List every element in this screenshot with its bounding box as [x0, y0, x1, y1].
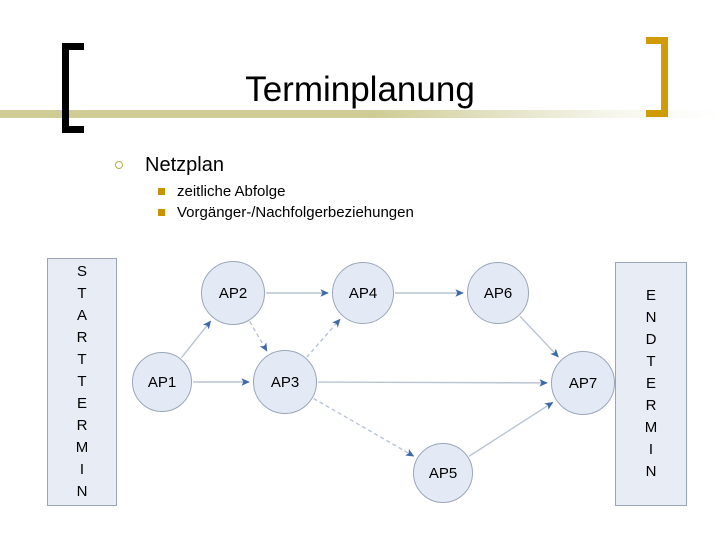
node-label: AP4 — [348, 284, 378, 302]
bullet-list: Netzplan zeitliche Abfolge Vorgänger-/Na… — [112, 152, 632, 223]
vertical-letter: N — [645, 309, 657, 326]
bullet-level1-label: Netzplan — [145, 154, 224, 176]
square-bullet-icon — [158, 209, 165, 216]
node-ap4[interactable]: AP4 — [332, 262, 394, 324]
vertical-letter: T — [77, 373, 87, 390]
vertical-letter: E — [76, 395, 87, 412]
node-ap3[interactable]: AP3 — [253, 350, 317, 414]
vertical-letter: I — [648, 441, 654, 458]
edge-ap1-to-ap2 — [180, 320, 212, 359]
vertical-letter: M — [644, 419, 658, 436]
node-ap2[interactable]: AP2 — [201, 261, 265, 325]
vertical-letter: T — [77, 351, 87, 368]
edge-ap3-to-ap5 — [313, 397, 415, 457]
node-ap6[interactable]: AP6 — [467, 262, 529, 324]
vertical-letter: M — [75, 439, 89, 456]
node-label: AP2 — [218, 284, 248, 302]
node-ap5[interactable]: AP5 — [413, 443, 473, 503]
vertical-letter: I — [79, 461, 85, 478]
vertical-letter: R — [76, 417, 88, 434]
bullet-level2-label: Vorgänger-/Nachfolgerbeziehungen — [177, 204, 414, 221]
edge-ap5-to-ap7 — [468, 401, 554, 457]
node-label: AP1 — [147, 373, 177, 391]
edge-ap3-to-ap4 — [306, 318, 341, 358]
vertical-letter: D — [645, 331, 657, 348]
node-label: AP3 — [270, 373, 300, 391]
node-ap7[interactable]: AP7 — [551, 351, 615, 415]
bracket-right-decoration — [646, 37, 668, 117]
vertical-letter: S — [76, 263, 87, 280]
circle-bullet-icon — [115, 161, 123, 169]
bullet-level1-netzplan: Netzplan — [112, 152, 632, 179]
vertical-letter: T — [646, 353, 656, 370]
square-bullet-icon — [158, 188, 165, 195]
vertical-letter: R — [76, 329, 88, 346]
vertical-letter: T — [77, 285, 87, 302]
bracket-left-decoration — [62, 43, 84, 133]
bullet-level2-label: zeitliche Abfolge — [177, 183, 286, 200]
header-accent-band — [0, 110, 720, 118]
vertical-letter: E — [645, 375, 656, 392]
edge-ap3-to-ap7 — [317, 379, 548, 387]
node-label: AP5 — [428, 464, 458, 482]
edge-ap6-to-ap7 — [519, 315, 559, 358]
node-label: AP7 — [568, 374, 598, 392]
bullet-level2-item: Vorgänger-/Nachfolgerbeziehungen — [157, 202, 632, 223]
node-ap1[interactable]: AP1 — [132, 352, 192, 412]
node-label: AP6 — [483, 284, 513, 302]
vertical-letter: A — [76, 307, 87, 324]
bullet-sublist: zeitliche Abfolge Vorgänger-/Nachfolgerb… — [112, 181, 632, 223]
vertical-letter: N — [76, 483, 88, 500]
vertical-letter: N — [645, 463, 657, 480]
vertical-letter: E — [645, 287, 656, 304]
edge-ap2-to-ap3 — [249, 321, 268, 352]
vertical-letter: R — [645, 397, 657, 414]
bullet-level2-item: zeitliche Abfolge — [157, 181, 632, 202]
page-title: Terminplanung — [245, 70, 475, 109]
